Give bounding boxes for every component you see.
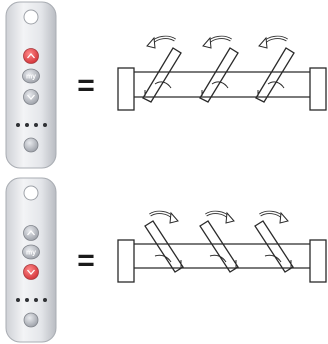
select-button[interactable] (23, 312, 39, 328)
remote-control: my (5, 177, 57, 343)
channel-dots (16, 123, 47, 127)
rotate-right-arrow-icon (205, 210, 235, 224)
rotate-right-arrow-icon (259, 210, 289, 224)
up-arrow-icon (27, 230, 35, 236)
my-button[interactable] (22, 244, 40, 260)
down-button[interactable] (23, 89, 39, 105)
slat (255, 47, 295, 103)
up-button[interactable] (23, 48, 39, 64)
down-arrow-icon (27, 94, 35, 100)
rotation-arrows-right (149, 210, 289, 224)
my-button[interactable] (22, 68, 40, 84)
slats-tilt-right (144, 220, 294, 273)
remote-hang-hole (23, 9, 39, 25)
slat (199, 47, 239, 103)
rotate-left-arrow-icon (146, 35, 176, 49)
rotate-right-arrow-icon (149, 210, 179, 224)
remote-hang-hole (23, 185, 39, 201)
slats-tilt-left (142, 47, 295, 103)
my-button-label: my (26, 250, 36, 257)
my-button-label: my (26, 74, 36, 81)
down-arrow-icon (27, 269, 35, 275)
down-button[interactable] (23, 264, 39, 280)
up-button[interactable] (23, 225, 39, 241)
slat (254, 220, 294, 273)
blind-frame (117, 239, 327, 283)
row-tilt-left: my = (5, 1, 327, 169)
rotate-left-arrow-icon (258, 35, 288, 49)
remote-control: my (5, 1, 57, 169)
slat (199, 220, 239, 273)
up-arrow-icon (27, 53, 35, 59)
slat (144, 220, 184, 273)
select-button[interactable] (23, 137, 39, 153)
equals-sign: = (77, 69, 95, 102)
equals-sign: = (77, 244, 95, 277)
rotate-left-arrow-icon (202, 35, 232, 49)
blind-frame (117, 67, 327, 111)
row-tilt-right: my = (5, 177, 327, 343)
slat (142, 47, 182, 103)
rotation-arrows-left (146, 35, 288, 49)
channel-dots (16, 298, 47, 302)
